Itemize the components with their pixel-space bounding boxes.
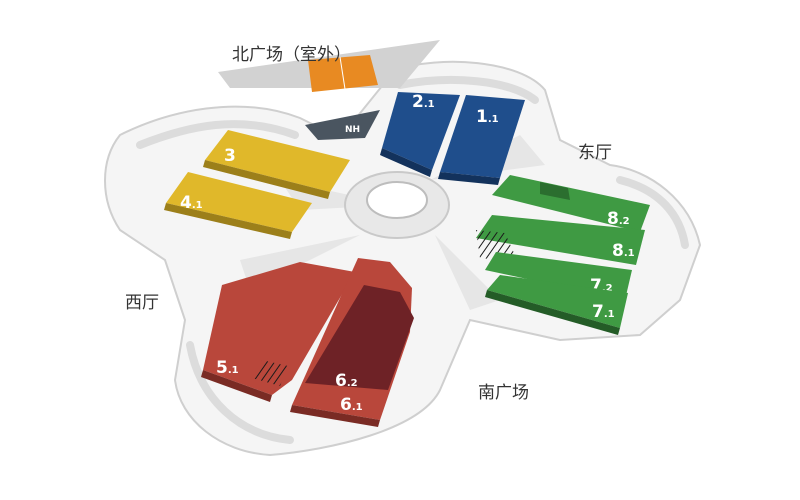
east-hall-label: 东厅 (578, 143, 612, 163)
hall-3-label: 3 (224, 146, 236, 166)
hall-8-2-label: 8.2 (607, 209, 630, 229)
hall-4-1-label: 4.1 (180, 193, 203, 213)
hall-5-1[interactable]: 5.1 (201, 262, 355, 402)
hall-nh-label: NH (345, 125, 360, 135)
south-plaza-label: 南广场 (478, 383, 529, 403)
west-hall-label: 西厅 (125, 293, 159, 313)
hall-nh[interactable]: NH (305, 110, 380, 140)
hall-3[interactable]: 3 (203, 130, 350, 199)
hall-2-1[interactable]: 2.1 (380, 92, 460, 177)
hall-7-2-label: 7.2 (590, 276, 613, 296)
hall-7-2[interactable]: 7.2 (485, 252, 632, 300)
hall-1-1[interactable]: 1.1 (438, 95, 525, 185)
north-plaza-block[interactable] (308, 55, 378, 92)
hall-8-1-label: 8.1 (612, 241, 635, 261)
hall-8-2[interactable]: 8.2 (492, 175, 650, 232)
hall-2-1-label: 2.1 (412, 92, 435, 112)
hall-4-1[interactable]: 4.1 (164, 172, 312, 239)
hall-7-1-label: 7.1 (592, 302, 615, 322)
hall-5-1-label: 5.1 (216, 358, 239, 378)
hall-1-1-label: 1.1 (476, 107, 499, 127)
hall-7-1[interactable]: 7.1 (485, 275, 628, 335)
north-plaza-label: 北广场（室外） (232, 45, 351, 65)
hall-6-2-label: 6.2 (335, 371, 358, 391)
hall-6[interactable]: 6.2 6.1 (290, 258, 414, 427)
hall-6-1-label: 6.1 (340, 395, 363, 415)
central-rotunda (344, 171, 450, 239)
